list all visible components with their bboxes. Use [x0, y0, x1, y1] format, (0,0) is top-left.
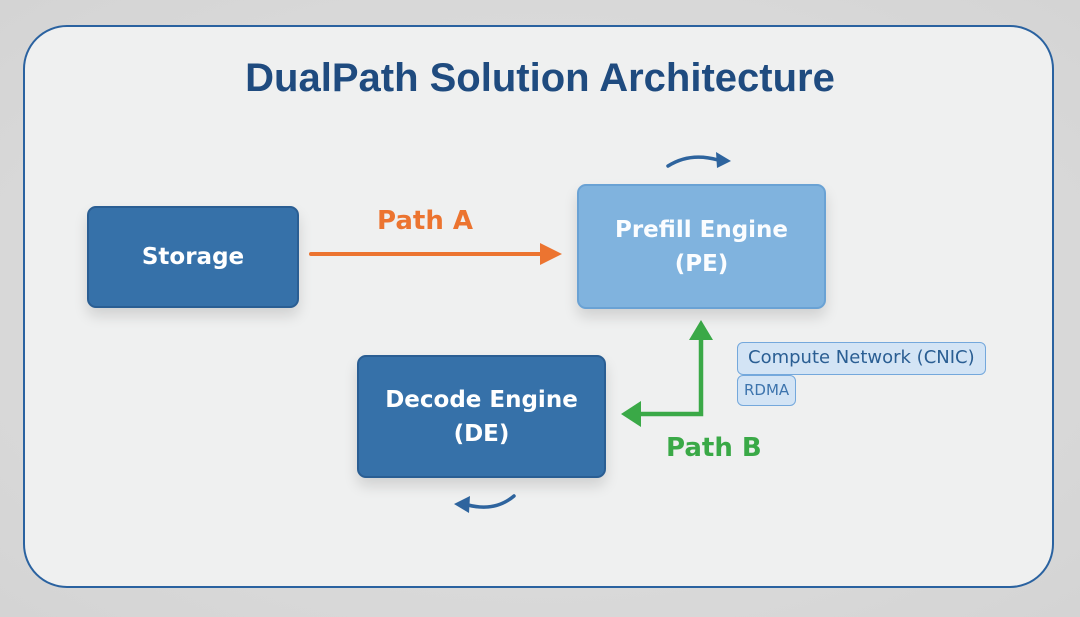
path-a-label: Path A [377, 206, 474, 236]
curved-arrow-right-icon [666, 152, 731, 168]
path-b-label: Path B [666, 433, 762, 463]
path-b-arrow [621, 320, 713, 427]
curved-arrow-left-icon [454, 494, 516, 513]
decode-engine-label: Decode Engine [385, 386, 578, 413]
decode-engine-node: Decode Engine (DE) [357, 355, 606, 478]
storage-node: Storage [87, 206, 299, 308]
decode-engine-abbr: (DE) [453, 420, 510, 447]
diagram-title: DualPath Solution Architecture [245, 56, 835, 100]
storage-label: Storage [141, 244, 245, 270]
compute-network-tag: Compute Network (CNIC) [737, 342, 986, 375]
rdma-tag: RDMA [737, 375, 797, 406]
path-a-arrow [309, 243, 562, 265]
prefill-engine-abbr: (PE) [674, 250, 729, 277]
prefill-engine-label: Prefill Engine [614, 216, 789, 243]
prefill-engine-node: Prefill Engine (PE) [577, 184, 826, 309]
